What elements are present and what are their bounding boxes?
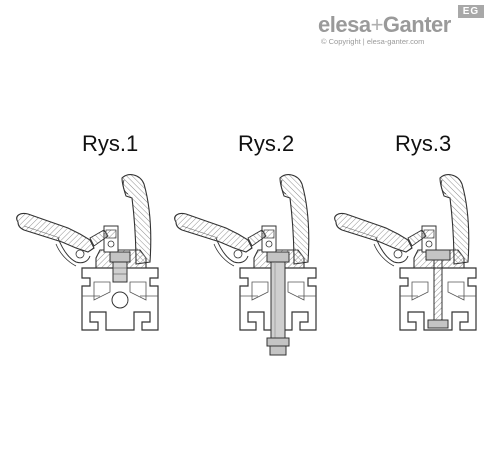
- figure-label-3: Rys.3: [395, 131, 452, 156]
- figure-label-2: Rys.2: [238, 131, 295, 156]
- figure-label-1: Rys.1: [82, 131, 139, 156]
- figure-3: [334, 174, 477, 331]
- brand-badge: EG: [458, 5, 484, 18]
- figure-1: [16, 174, 159, 331]
- brand-copyright: © Copyright | elesa-ganter.com: [321, 37, 425, 46]
- brand-name-right: Ganter: [382, 12, 451, 37]
- t-bolt: [425, 249, 451, 329]
- brand-name-left: elesa: [318, 12, 371, 37]
- brand-logo: elesa+Ganter EG © Copyright | elesa-gant…: [318, 5, 486, 52]
- brand-wordmark: elesa+Ganter: [318, 12, 451, 38]
- figure-2: [174, 174, 317, 356]
- brand-name-separator: +: [370, 12, 384, 37]
- through-bolt: [266, 251, 290, 356]
- socket-screw: [109, 251, 131, 309]
